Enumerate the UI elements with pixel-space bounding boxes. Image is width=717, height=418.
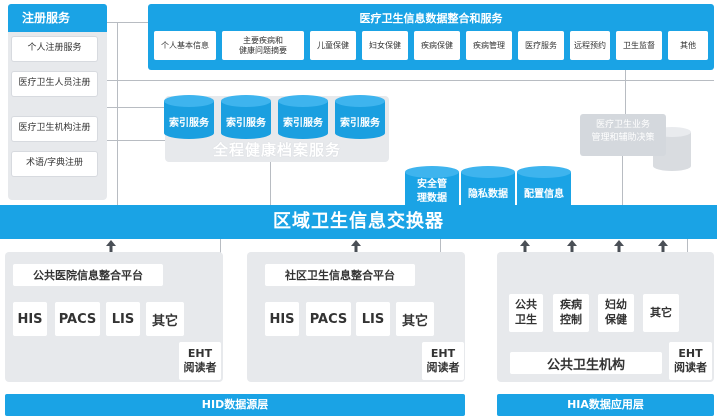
index-service-cylinder[interactable]: 索引服务 [163,94,215,140]
integration-item[interactable]: 医疗服务 [518,31,564,60]
index-service-cylinder[interactable]: 索引服务 [220,94,272,140]
hospital-platform-title[interactable]: 公共医院信息整合平台 [13,264,163,286]
integration-item[interactable]: 远程预约 [570,31,610,60]
index-service-label: 索引服务 [169,118,209,129]
public-health-item[interactable]: 公共 卫生 [509,294,543,332]
his-system[interactable]: HIS [13,302,47,336]
integration-item[interactable]: 疾病管理 [466,31,512,60]
management-label: 医疗卫生业务 [595,120,650,130]
index-service-label: 索引服务 [340,118,380,129]
registry-item[interactable]: 个人注册服务 [12,37,97,61]
privacy-label: 隐私数据 [468,189,508,200]
integration-item[interactable]: 妇女保健 [362,31,408,60]
registry-item[interactable]: 医疗卫生人员注册 [12,72,97,96]
integration-item[interactable]: 主要疾病和健康问题摘要 [222,31,304,60]
integration-item[interactable]: 个人基本信息 [154,31,216,60]
connector-line [622,156,623,205]
pacs-system[interactable]: PACS [55,302,100,336]
other-public-item[interactable]: 其它 [643,294,679,332]
connector-line [625,70,626,115]
integration-item[interactable]: 儿童保健 [310,31,356,60]
archive-title: 全程健康档案服务 [212,141,341,159]
lis-system[interactable]: LIS [106,302,140,336]
registry-item[interactable]: 医疗卫生机构注册 [12,117,97,141]
disease-control-item[interactable]: 疾病 控制 [553,294,589,332]
index-service-cylinder[interactable]: 索引服务 [277,94,329,140]
connector-line [270,162,271,205]
connector-line [97,80,714,81]
other-system[interactable]: 其它 [396,302,434,336]
community-platform-title[interactable]: 社区卫生信息整合平台 [265,264,415,286]
maternal-child-item[interactable]: 妇幼 保健 [598,294,634,332]
integration-item[interactable]: 其他 [668,31,708,60]
integration-title: 医疗卫生信息数据整合和服务 [359,12,503,25]
public-health-org-label[interactable]: 公共卫生机构 [510,352,662,374]
his-system[interactable]: HIS [265,302,299,336]
hid-source-layer-bar[interactable]: HID数据源层 [5,394,465,416]
connector-line [107,22,148,23]
security-label: 理数据 [417,192,447,204]
management-label: 管理和辅助决策 [591,133,655,144]
integration-item[interactable]: 疾病保健 [414,31,460,60]
connector-line [117,22,118,205]
hospital-eht-reader[interactable]: EHT 阅读者 [179,342,221,380]
registry-item[interactable]: 术语/字典注册 [12,152,97,176]
index-service-label: 索引服务 [283,118,323,129]
integration-item[interactable]: 卫生监督 [616,31,662,60]
config-info-cylinder[interactable]: 配置信息 [516,165,572,209]
connector-line [97,140,169,141]
other-system[interactable]: 其它 [146,302,184,336]
security-label: 安全管 [417,179,447,190]
community-eht-reader[interactable]: EHT 阅读者 [422,342,464,380]
index-service-cylinder[interactable]: 索引服务 [334,94,386,140]
exchanger-bar[interactable]: 区域卫生信息交换器 [0,205,717,239]
registry-title: 注册服务 [8,4,107,32]
public-eht-reader[interactable]: EHT 阅读者 [669,342,712,380]
connector-line [97,107,169,108]
pacs-system[interactable]: PACS [306,302,351,336]
security-data-cylinder[interactable]: 安全管 理数据 [404,165,460,209]
index-service-label: 索引服务 [226,118,266,129]
hia-application-layer-bar[interactable]: HIA数据应用层 [497,394,714,416]
management-panel[interactable]: 医疗卫生业务 管理和辅助决策 [580,114,666,156]
config-label: 配置信息 [524,189,564,200]
lis-system[interactable]: LIS [356,302,390,336]
privacy-data-cylinder[interactable]: 隐私数据 [460,165,516,209]
